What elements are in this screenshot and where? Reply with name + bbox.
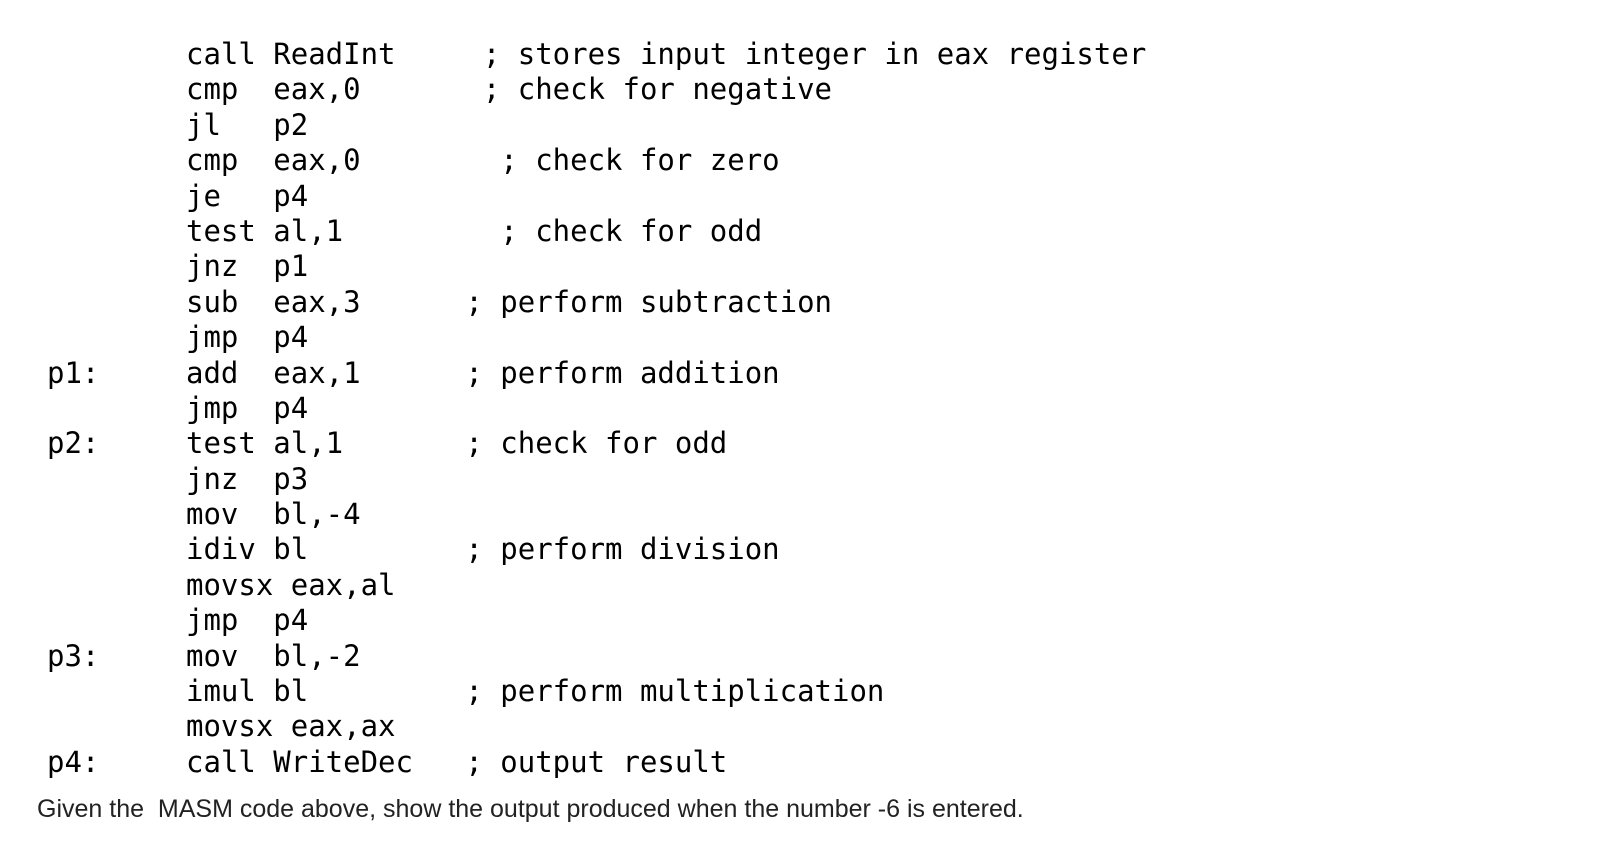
code-comment: ; stores input integer in eax register bbox=[395, 37, 1147, 71]
code-line: jmp p4 bbox=[0, 391, 1597, 426]
code-instruction: cmp eax,0 bbox=[186, 143, 361, 178]
code-instruction: test al,1 bbox=[186, 213, 344, 248]
code-label: p1: bbox=[47, 355, 100, 390]
code-comment: ; check for zero bbox=[360, 143, 780, 178]
code-instruction: jnz p3 bbox=[186, 461, 309, 496]
masm-code-listing: call ReadInt ; stores input integer in e… bbox=[0, 37, 1597, 780]
code-instruction: jmp p4 bbox=[186, 320, 309, 355]
code-line: jl p2 bbox=[0, 108, 1597, 143]
code-comment: ; perform addition bbox=[360, 355, 780, 390]
code-line: imul bl ; perform multiplication bbox=[0, 674, 1597, 709]
code-instruction: sub eax,3 bbox=[186, 284, 361, 319]
code-line: idiv bl ; perform division bbox=[0, 532, 1597, 567]
code-comment: ; perform subtraction bbox=[360, 284, 833, 319]
code-instruction: idiv bl bbox=[186, 532, 309, 567]
code-line: jnz p1 bbox=[0, 249, 1597, 284]
code-line: call ReadInt ; stores input integer in e… bbox=[0, 37, 1597, 72]
code-instruction: jnz p1 bbox=[186, 249, 309, 284]
code-instruction: jmp p4 bbox=[186, 603, 309, 638]
code-comment: ; check for odd bbox=[343, 426, 728, 461]
code-line: je p4 bbox=[0, 179, 1597, 214]
code-instruction: add eax,1 bbox=[186, 355, 361, 390]
code-label: p4: bbox=[47, 744, 100, 779]
code-line: sub eax,3 ; perform subtraction bbox=[0, 285, 1597, 320]
code-comment: ; perform division bbox=[308, 532, 780, 567]
code-line: p1: add eax,1 ; perform addition bbox=[0, 356, 1597, 391]
code-line: jmp p4 bbox=[0, 603, 1597, 638]
code-line: cmp eax,0 ; check for zero bbox=[0, 143, 1597, 178]
code-instruction: mov bl,-2 bbox=[186, 638, 361, 673]
code-line: p2: test al,1 ; check for odd bbox=[0, 426, 1597, 461]
code-label: p2: bbox=[47, 426, 100, 461]
code-line: mov bl,-4 bbox=[0, 497, 1597, 532]
code-line: movsx eax,al bbox=[0, 568, 1597, 603]
code-instruction: je p4 bbox=[186, 178, 309, 213]
code-label: p3: bbox=[47, 638, 100, 673]
code-instruction: jl p2 bbox=[186, 107, 309, 142]
code-instruction: imul bl bbox=[186, 674, 309, 709]
code-instruction: jmp p4 bbox=[186, 390, 309, 425]
code-line: test al,1 ; check for odd bbox=[0, 214, 1597, 249]
code-comment: ; check for negative bbox=[360, 72, 833, 107]
code-line: jmp p4 bbox=[0, 320, 1597, 355]
code-instruction: call WriteDec bbox=[186, 744, 413, 779]
code-instruction: cmp eax,0 bbox=[186, 72, 361, 107]
code-line: p3: mov bl,-2 bbox=[0, 639, 1597, 674]
code-comment: ; perform multiplication bbox=[308, 674, 885, 709]
code-instruction: movsx eax,ax bbox=[186, 709, 396, 744]
code-instruction: call ReadInt bbox=[186, 37, 396, 71]
code-instruction: mov bl,-4 bbox=[186, 497, 361, 532]
code-line: p4: call WriteDec ; output result bbox=[0, 745, 1597, 780]
code-line: jnz p3 bbox=[0, 462, 1597, 497]
code-instruction: test al,1 bbox=[186, 426, 344, 461]
code-comment: ; output result bbox=[412, 744, 728, 779]
question-prompt: Given the MASM code above, show the outp… bbox=[37, 795, 1024, 823]
code-instruction: movsx eax,al bbox=[186, 567, 396, 602]
code-comment: ; check for odd bbox=[343, 213, 763, 248]
code-line: movsx eax,ax bbox=[0, 709, 1597, 744]
code-line: cmp eax,0 ; check for negative bbox=[0, 72, 1597, 107]
